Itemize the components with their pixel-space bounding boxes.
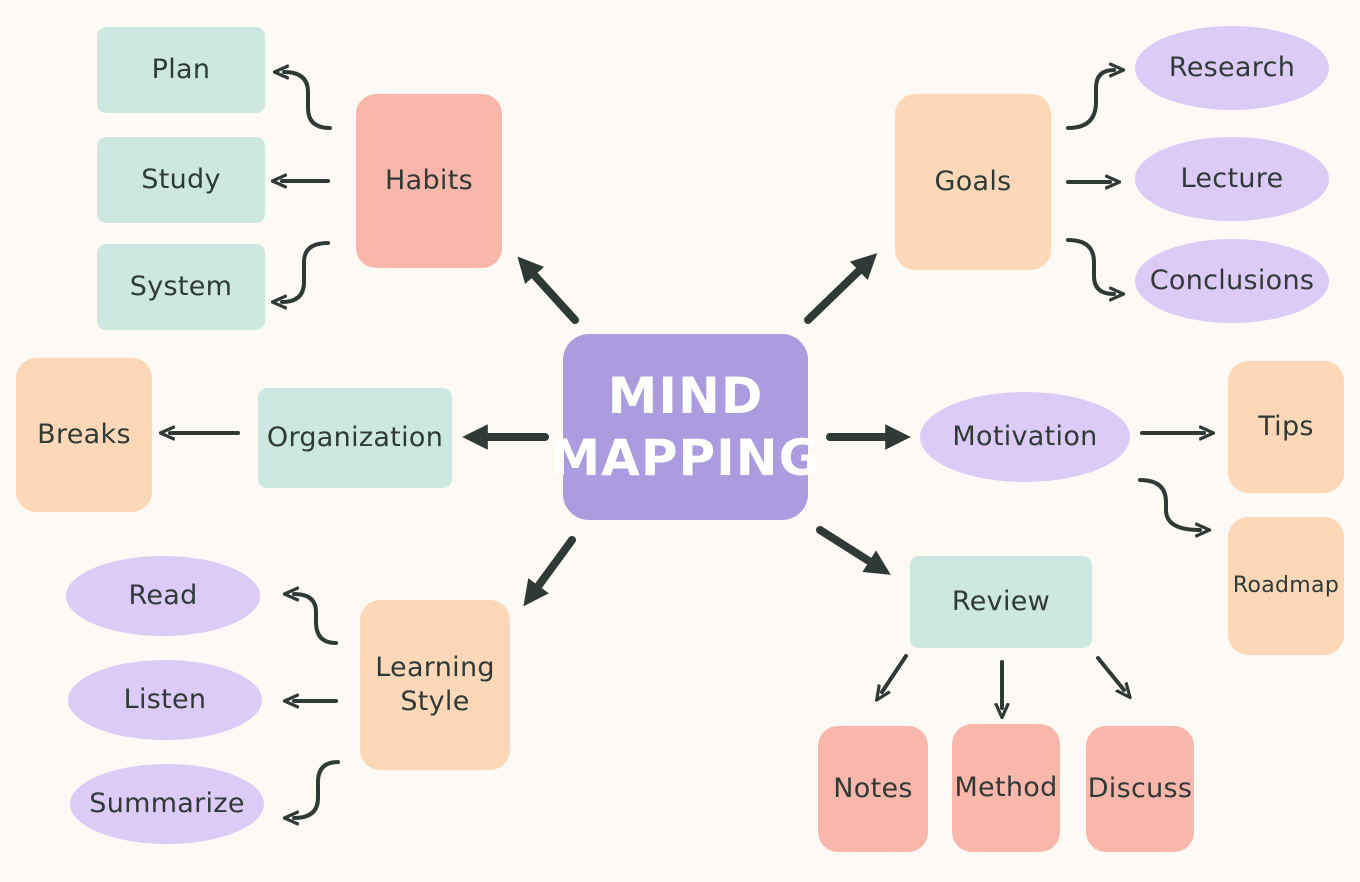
study-label: Study — [141, 164, 221, 196]
arrow-to-conclusions — [1066, 238, 1114, 294]
notes-label: Notes — [833, 773, 913, 805]
tips-label: Tips — [1258, 411, 1314, 443]
organization-node: Organization — [258, 388, 452, 488]
arrow-to-read — [294, 594, 338, 645]
research-label: Research — [1168, 52, 1296, 84]
habits-label: Habits — [385, 165, 473, 197]
conclusions-node: Conclusions — [1135, 239, 1329, 323]
learning-style-line-2: Style — [400, 686, 470, 717]
motivation-label: Motivation — [952, 421, 1098, 453]
plan-label: Plan — [151, 54, 211, 86]
system-label: System — [129, 271, 233, 303]
roadmap-node: Roadmap — [1228, 517, 1344, 655]
arrow-to-learning-style — [523, 536, 576, 607]
central-line-2: MAPPING — [550, 429, 821, 487]
lecture-label: Lecture — [1180, 163, 1284, 195]
breaks-node: Breaks — [16, 358, 152, 512]
motivation-node: Motivation — [920, 392, 1130, 482]
study-node: Study — [97, 137, 265, 223]
arrow-to-system — [282, 241, 330, 302]
review-node: Review — [910, 556, 1092, 648]
arrow-to-research — [1066, 70, 1114, 130]
breaks-label: Breaks — [37, 419, 131, 451]
tips-node: Tips — [1228, 361, 1344, 493]
listen-node: Listen — [68, 660, 262, 740]
goals-node: Goals — [895, 94, 1051, 270]
roadmap-label: Roadmap — [1232, 573, 1340, 599]
notes-node: Notes — [818, 726, 928, 852]
central-node: MIND MAPPING — [550, 334, 820, 520]
discuss-node: Discuss — [1086, 726, 1194, 852]
arrow-to-review — [816, 526, 891, 575]
goals-label: Goals — [934, 166, 1012, 198]
arrow-to-discuss — [1096, 656, 1124, 690]
summarize-label: Summarize — [89, 788, 245, 820]
method-node: Method — [952, 724, 1060, 852]
arrow-to-summarize — [294, 760, 340, 818]
summarize-node: Summarize — [70, 764, 264, 844]
lecture-node: Lecture — [1135, 137, 1329, 221]
review-label: Review — [951, 586, 1051, 618]
method-label: Method — [954, 772, 1058, 804]
central-line-1: MIND — [607, 366, 764, 425]
arrow-to-goals — [804, 253, 878, 324]
discuss-label: Discuss — [1087, 773, 1193, 805]
arrow-to-roadmap — [1138, 478, 1200, 530]
arrow-to-notes — [882, 654, 908, 692]
plan-node: Plan — [97, 27, 265, 113]
organization-label: Organization — [266, 422, 444, 454]
research-node: Research — [1135, 26, 1329, 110]
read-node: Read — [66, 556, 260, 636]
learning-style-line-1: Learning — [375, 652, 495, 684]
conclusions-label: Conclusions — [1149, 265, 1315, 297]
read-label: Read — [128, 580, 198, 612]
learning-style-node: Learning Style — [360, 600, 510, 770]
system-node: System — [97, 244, 265, 330]
arrow-to-plan — [284, 72, 332, 130]
habits-node: Habits — [356, 94, 502, 268]
arrow-to-habits — [517, 256, 579, 324]
listen-label: Listen — [123, 684, 207, 716]
